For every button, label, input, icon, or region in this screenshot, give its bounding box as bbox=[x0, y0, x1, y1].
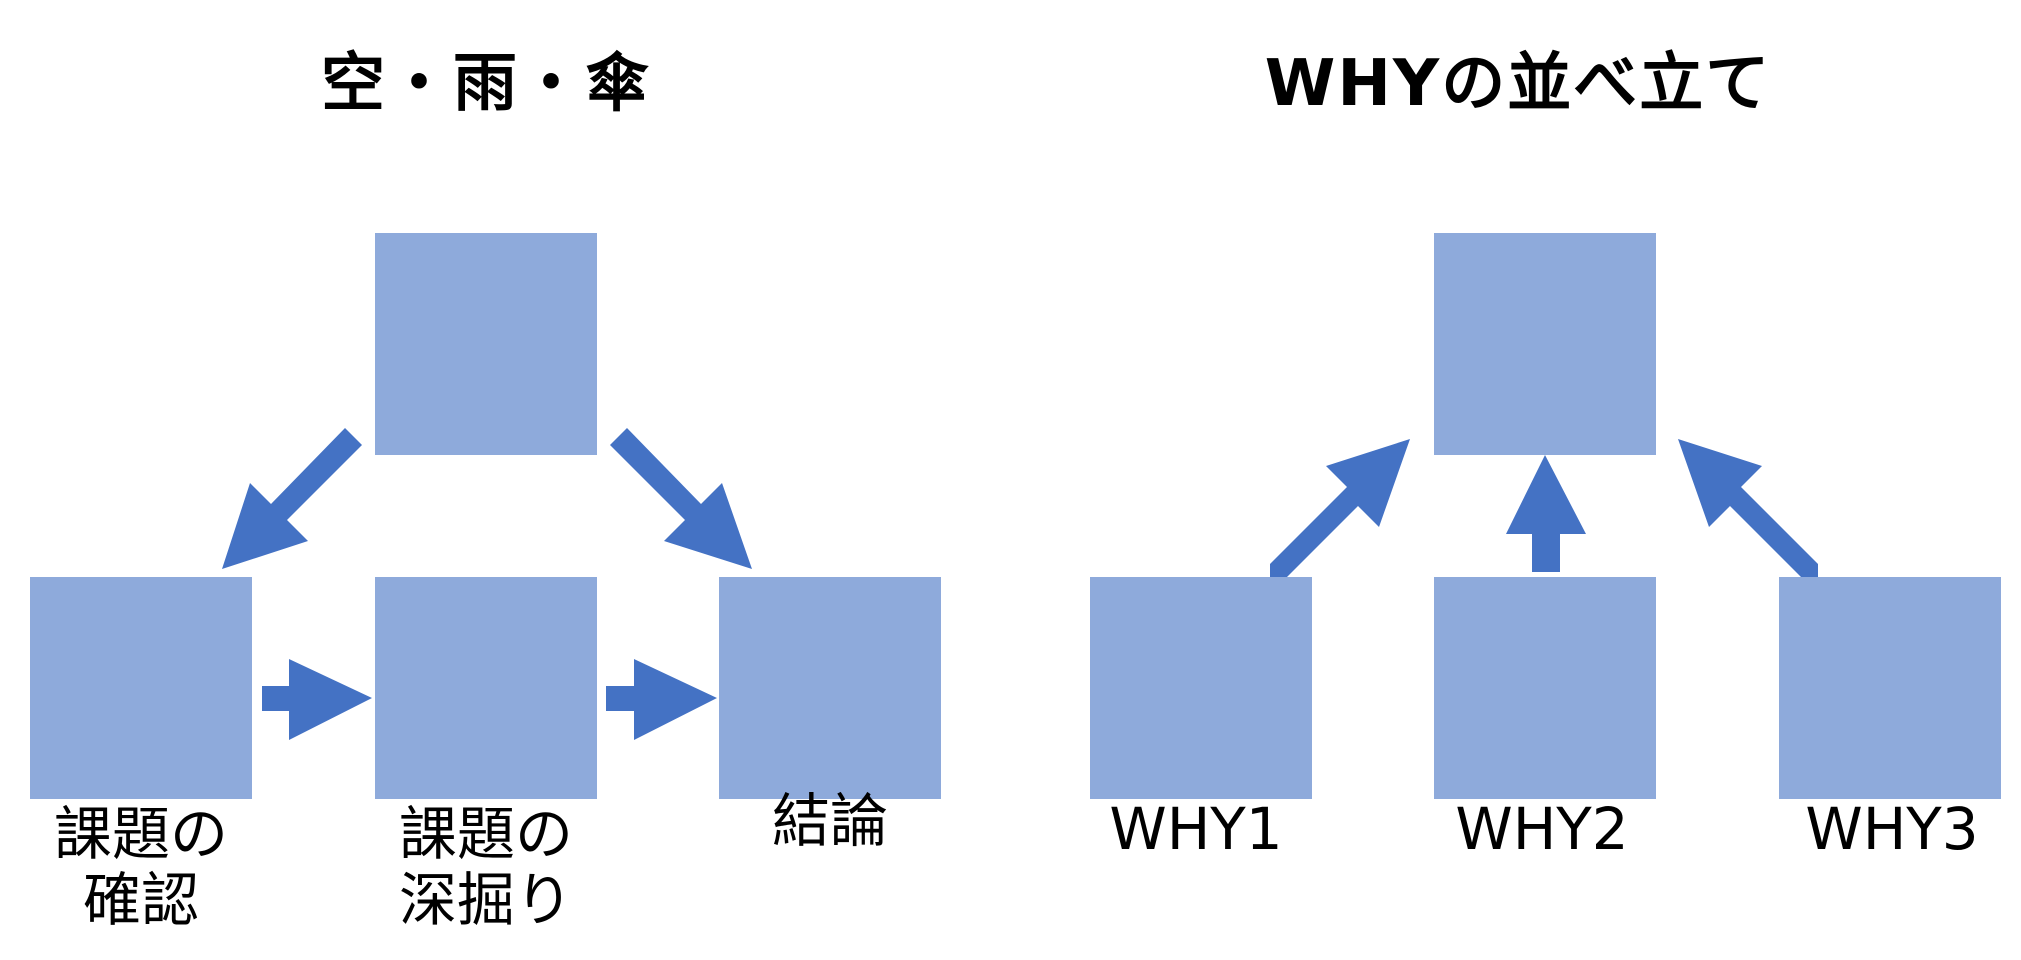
left-diagram-title: 空・雨・傘 bbox=[321, 47, 651, 121]
arrow-up bbox=[1506, 455, 1586, 572]
label-conclusion: 結論 bbox=[771, 787, 888, 855]
right-bottom-box-3 bbox=[1779, 577, 2001, 799]
arrow-right-1 bbox=[262, 659, 372, 740]
arrow-down-right bbox=[610, 428, 752, 569]
label-why-3: WHY3 bbox=[1805, 795, 1979, 863]
label-why-2: WHY2 bbox=[1455, 795, 1629, 863]
arrow-down-left bbox=[222, 428, 362, 569]
arrow-right-2 bbox=[606, 659, 717, 740]
right-bottom-box-2 bbox=[1434, 577, 1656, 799]
arrow-up-right bbox=[1270, 439, 1410, 577]
left-bottom-box-3 bbox=[719, 577, 941, 799]
left-bottom-box-1 bbox=[30, 577, 252, 799]
right-top-box bbox=[1434, 233, 1656, 455]
label-why-1: WHY1 bbox=[1109, 795, 1283, 863]
right-diagram-title: WHYの並べ立て bbox=[1264, 47, 1772, 121]
label-issue-confirmation: 課題の 確認 bbox=[53, 800, 228, 934]
label-issue-deepening: 課題の 深掘り bbox=[398, 800, 573, 934]
arrow-up-left bbox=[1678, 439, 1818, 577]
left-top-box bbox=[375, 233, 597, 455]
right-bottom-box-1 bbox=[1090, 577, 1312, 799]
left-bottom-box-2 bbox=[375, 577, 597, 799]
